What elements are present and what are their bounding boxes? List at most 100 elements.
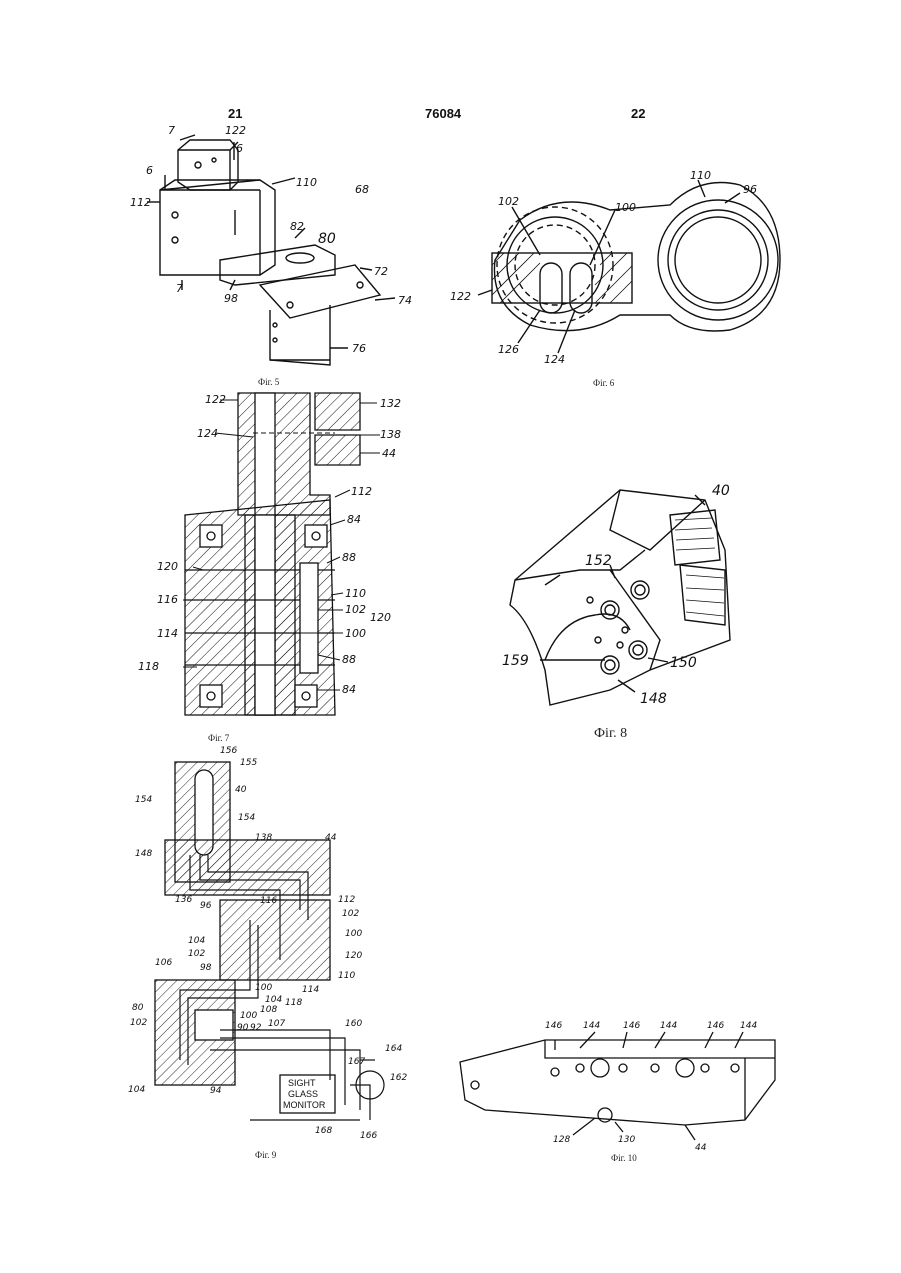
fig5-label: 74 bbox=[398, 294, 412, 307]
fig8-label: 150 bbox=[670, 655, 697, 671]
figure-10-caption: Фіг. 10 bbox=[611, 1153, 637, 1163]
fig9-label: 114 bbox=[302, 985, 319, 995]
fig8-label: 152 bbox=[585, 553, 612, 569]
fig7-label: 88 bbox=[342, 653, 356, 666]
fig10-label: 144 bbox=[740, 1021, 757, 1031]
fig5-label: 110 bbox=[296, 176, 317, 189]
fig5-label: 98 bbox=[224, 292, 238, 305]
fig5-label: 6 bbox=[146, 164, 153, 177]
fig9-label: 160 bbox=[345, 1019, 362, 1029]
fig7-label: 84 bbox=[347, 513, 361, 526]
fig6-label: 96 bbox=[743, 183, 757, 196]
fig7-label: 132 bbox=[380, 397, 401, 410]
fig9-label: 100 bbox=[345, 929, 362, 939]
fig9-label: 136 bbox=[175, 895, 192, 905]
fig9-label: 162 bbox=[390, 1073, 407, 1083]
fig6-label: 122 bbox=[450, 290, 471, 303]
fig5-label: 112 bbox=[130, 196, 151, 209]
fig9-label: 100 bbox=[240, 1011, 257, 1021]
fig9-label: 106 bbox=[155, 958, 172, 968]
fig9-label: 107 bbox=[268, 1019, 285, 1029]
fig9-label: 168 bbox=[315, 1126, 332, 1136]
fig5-label: 82 bbox=[290, 220, 304, 233]
fig5-label: 80 bbox=[318, 231, 336, 247]
fig8-label: 159 bbox=[502, 653, 529, 669]
fig6-label: 100 bbox=[615, 201, 636, 214]
fig10-label: 146 bbox=[707, 1021, 724, 1031]
fig7-label: 112 bbox=[351, 485, 372, 498]
fig6-label: 110 bbox=[690, 169, 711, 182]
fig10-label: 130 bbox=[618, 1135, 635, 1145]
fig6-label: 124 bbox=[544, 353, 565, 366]
figure-10-drawing: 146 144 146 144 146 144 128 130 44 bbox=[455, 1010, 795, 1155]
fig10-label: 144 bbox=[660, 1021, 677, 1031]
fig9-label: 104 bbox=[188, 936, 205, 946]
fig9-label: 118 bbox=[285, 998, 302, 1008]
fig10-label: 146 bbox=[545, 1021, 562, 1031]
figure-8-drawing: 40 152 159 150 148 bbox=[490, 470, 790, 715]
patent-number: 76084 bbox=[425, 106, 461, 121]
sight-glass-label: MONITOR bbox=[283, 1100, 326, 1110]
fig7-label: 110 bbox=[345, 587, 366, 600]
fig8-label: 40 bbox=[712, 483, 730, 499]
figure-5-drawing: 7 122 6 6 112 110 68 82 80 72 7 98 74 76 bbox=[120, 120, 450, 380]
figure-8-caption: Фіг. 8 bbox=[594, 726, 627, 742]
fig7-label: 116 bbox=[157, 593, 178, 606]
fig9-label: 100 bbox=[255, 983, 272, 993]
fig9-label: 104 bbox=[265, 995, 282, 1005]
fig9-label: 138 bbox=[255, 833, 272, 843]
fig9-label: 116 bbox=[260, 896, 277, 906]
fig9-label: 102 bbox=[342, 909, 359, 919]
fig10-label: 128 bbox=[553, 1135, 570, 1145]
fig9-label: 148 bbox=[135, 849, 152, 859]
fig9-label: 155 bbox=[240, 758, 257, 768]
fig9-label: 44 bbox=[325, 833, 337, 843]
sight-glass-label: SIGHT bbox=[288, 1078, 316, 1088]
fig9-label: 104 bbox=[128, 1085, 145, 1095]
fig9-label: 154 bbox=[238, 813, 255, 823]
figure-9-caption: Фіг. 9 bbox=[255, 1150, 276, 1160]
fig9-label: 166 bbox=[360, 1131, 377, 1141]
fig5-label: 7 bbox=[168, 124, 175, 137]
fig9-label: 110 bbox=[338, 971, 355, 981]
fig5-label: 72 bbox=[374, 265, 388, 278]
fig7-label: 122 bbox=[205, 393, 226, 406]
fig9-label: 108 bbox=[260, 1005, 277, 1015]
figure-9-drawing: 156 155 154 40 154 138 148 44 136 96 116… bbox=[120, 740, 420, 1140]
fig6-label: 126 bbox=[498, 343, 519, 356]
fig5-label: 6 bbox=[236, 142, 243, 155]
fig9-label: 92 bbox=[250, 1023, 262, 1033]
fig7-label: 102 bbox=[345, 603, 366, 616]
figure-6-drawing: 110 96 102 100 122 126 124 bbox=[440, 165, 800, 375]
sight-glass-label: GLASS bbox=[288, 1089, 318, 1099]
fig7-label: 138 bbox=[380, 428, 401, 441]
fig7-label: 118 bbox=[138, 660, 159, 673]
fig9-label: 94 bbox=[210, 1086, 222, 1096]
fig7-label: 44 bbox=[382, 447, 396, 460]
fig9-label: 156 bbox=[220, 746, 237, 756]
fig9-label: 167 bbox=[348, 1057, 365, 1067]
fig7-label: 120 bbox=[157, 560, 178, 573]
fig9-label: 120 bbox=[345, 951, 362, 961]
page-number-right: 22 bbox=[631, 106, 645, 121]
fig7-label: 100 bbox=[345, 627, 366, 640]
fig7-label: 114 bbox=[157, 627, 178, 640]
figure-7-drawing: 122 132 124 138 44 112 84 88 120 110 116… bbox=[135, 385, 415, 730]
fig9-label: 98 bbox=[200, 963, 212, 973]
fig10-label: 144 bbox=[583, 1021, 600, 1031]
figure-6-caption: Фіг. 6 bbox=[593, 378, 614, 388]
fig9-label: 40 bbox=[235, 785, 247, 795]
fig7-label: 88 bbox=[342, 551, 356, 564]
fig9-label: 80 bbox=[132, 1003, 144, 1013]
fig5-label: 68 bbox=[355, 183, 369, 196]
fig5-label: 122 bbox=[225, 124, 246, 137]
fig9-label: 96 bbox=[200, 901, 212, 911]
fig7-label: 84 bbox=[342, 683, 356, 696]
fig9-label: 102 bbox=[188, 949, 205, 959]
fig5-label: 76 bbox=[352, 342, 366, 355]
fig6-label: 102 bbox=[498, 195, 519, 208]
fig10-label: 44 bbox=[695, 1143, 707, 1153]
fig9-label: 112 bbox=[338, 895, 355, 905]
page-number-left: 21 bbox=[228, 106, 242, 121]
fig7-label: 124 bbox=[197, 427, 218, 440]
